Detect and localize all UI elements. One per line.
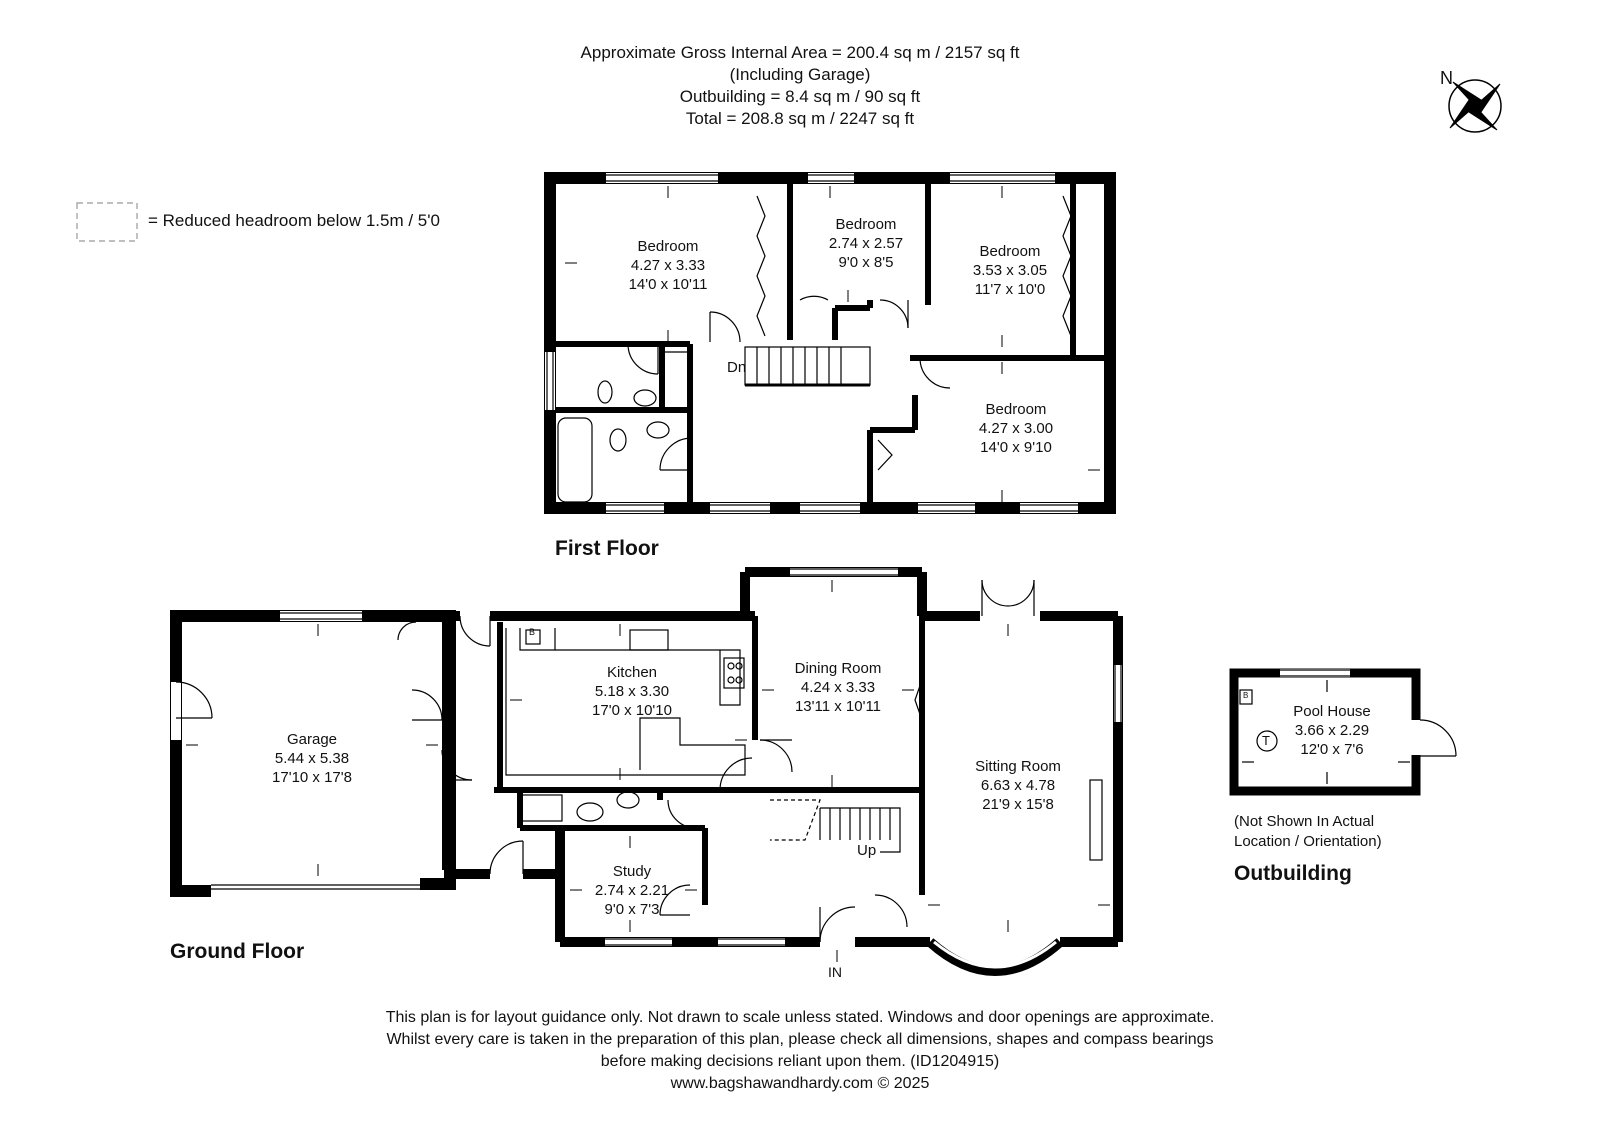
stairs-up-label: Up [857, 842, 877, 859]
ground-floor-title: Ground Floor [170, 940, 305, 963]
legend-text: = Reduced headroom below 1.5m / 5'0 [148, 211, 440, 230]
entrance-label: IN [828, 964, 842, 980]
website-copyright: www.bagshawandhardy.com © 2025 [670, 1075, 930, 1092]
compass-icon [1448, 79, 1502, 133]
area-summary: Approximate Gross Internal Area = 200.4 … [0, 42, 1600, 130]
disclaimer-line-1: This plan is for layout guidance only. N… [385, 1009, 1215, 1026]
area-line-2: (Including Garage) [729, 65, 871, 84]
boiler-label: B [529, 627, 536, 637]
tank-label: T [1262, 733, 1270, 748]
pool-boiler-label: B [1243, 691, 1249, 700]
first-floor-title: First Floor [555, 537, 659, 560]
area-line-4: Total = 208.8 sq m / 2247 sq ft [685, 109, 915, 128]
outbuilding-title: Outbuilding [1234, 862, 1352, 885]
disclaimer-line-2: Whilst every care is taken in the prepar… [386, 1031, 1214, 1048]
disclaimer-line-3: before making decisions reliant upon the… [600, 1053, 1000, 1070]
stairs-down-label: Dn [727, 359, 747, 376]
area-line-1: Approximate Gross Internal Area = 200.4 … [580, 43, 1020, 62]
disclaimer: This plan is for layout guidance only. N… [0, 1007, 1600, 1095]
area-line-3: Outbuilding = 8.4 sq m / 90 sq ft [679, 87, 921, 106]
compass-north-label: N [1440, 68, 1453, 88]
bay-window [926, 938, 1064, 976]
reduced-headroom-legend-swatch [76, 202, 138, 242]
